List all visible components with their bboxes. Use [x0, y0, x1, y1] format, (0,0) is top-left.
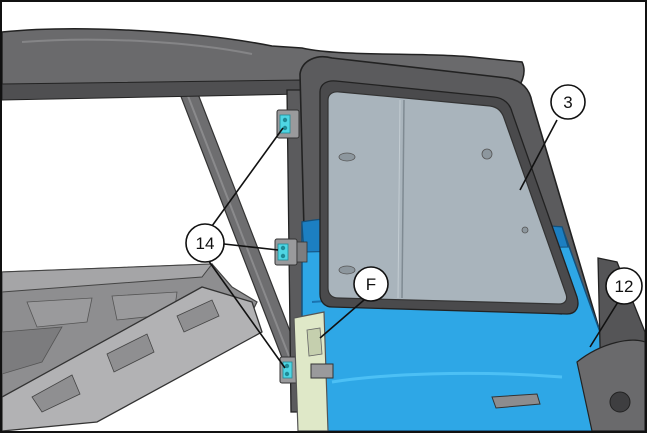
callout-door: 3 — [550, 84, 586, 120]
callout-latch: 12 — [605, 267, 643, 305]
callout-hinges: 14 — [185, 223, 225, 263]
bracket-part-f — [293, 311, 334, 431]
door — [299, 56, 603, 431]
upper-hinge — [276, 109, 300, 139]
cab-rear-post — [576, 257, 645, 431]
callout-label-latch: 12 — [615, 277, 634, 296]
callout-part-f: F — [353, 266, 389, 302]
lower-hinge — [279, 356, 301, 384]
callout-label-door: 3 — [563, 93, 572, 112]
leader-lines — [207, 119, 619, 369]
middle-hinge — [274, 238, 308, 266]
callout-label-part-f: F — [366, 275, 376, 294]
callout-label-hinges: 14 — [196, 234, 215, 253]
cargo-bed — [2, 263, 263, 431]
